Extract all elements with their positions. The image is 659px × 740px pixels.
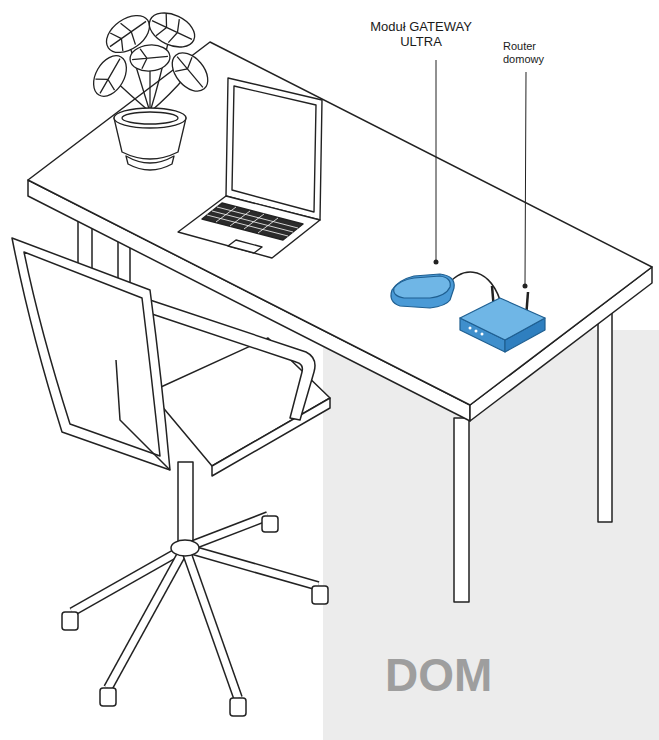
chair-part xyxy=(171,540,199,556)
chair-part xyxy=(185,548,238,698)
plant-part xyxy=(122,112,178,124)
laptop-part xyxy=(232,86,316,212)
router-part xyxy=(475,330,478,333)
chair-part xyxy=(116,360,170,470)
chair-part xyxy=(185,516,268,548)
chair xyxy=(12,238,330,716)
laptop-part xyxy=(202,203,303,240)
router-part xyxy=(481,333,484,336)
plant-part xyxy=(87,50,133,102)
chair-part xyxy=(312,586,328,604)
plant xyxy=(87,6,215,170)
chair-part xyxy=(108,548,185,688)
gateway-module-part xyxy=(394,276,451,298)
chair-part xyxy=(185,516,268,548)
router xyxy=(460,286,545,352)
leader-line-part xyxy=(434,260,439,265)
plant-part-part xyxy=(169,50,212,95)
chair-part xyxy=(185,548,318,586)
chair-part xyxy=(185,548,318,586)
laptop-part xyxy=(228,240,262,253)
gateway-module-part xyxy=(391,274,454,308)
plant-part xyxy=(114,108,186,128)
plant-part-part xyxy=(131,46,169,69)
part-label: Moduł GATEWAY ULTRA xyxy=(362,20,480,50)
leader-line xyxy=(434,60,528,289)
plant-part-part xyxy=(87,50,133,102)
laptop-part xyxy=(226,78,322,220)
area-name: DOM xyxy=(385,648,492,702)
plant-part xyxy=(165,46,215,98)
laptop-part xyxy=(178,196,320,258)
chair-part xyxy=(24,252,160,456)
router-part xyxy=(469,327,472,330)
leader-line-part xyxy=(436,60,437,260)
plant-part xyxy=(126,156,174,170)
chair-part xyxy=(185,548,238,698)
chair-part xyxy=(150,300,315,420)
plant-part xyxy=(129,43,171,72)
plant-part-part xyxy=(165,46,215,98)
leader-line-part xyxy=(525,72,526,284)
chair-part xyxy=(12,238,170,470)
chair-part xyxy=(100,688,116,706)
plant-part-part xyxy=(129,43,171,72)
laptop-part xyxy=(216,207,278,233)
area-band: DOM xyxy=(323,330,659,740)
table-part xyxy=(598,310,612,522)
chair-part xyxy=(262,516,278,532)
chair-part xyxy=(212,398,330,476)
laptop xyxy=(178,78,322,258)
chair-part xyxy=(108,548,185,688)
part-label: Router domowy xyxy=(503,40,561,65)
chair-part xyxy=(178,462,193,548)
gateway-module xyxy=(391,274,454,308)
chair-part xyxy=(62,612,78,630)
plant-part-part xyxy=(90,53,129,99)
router-part xyxy=(460,298,545,340)
laptop-part xyxy=(207,207,298,236)
leader-line-part xyxy=(523,284,528,289)
table-part xyxy=(454,418,469,602)
chair-part xyxy=(230,698,246,716)
